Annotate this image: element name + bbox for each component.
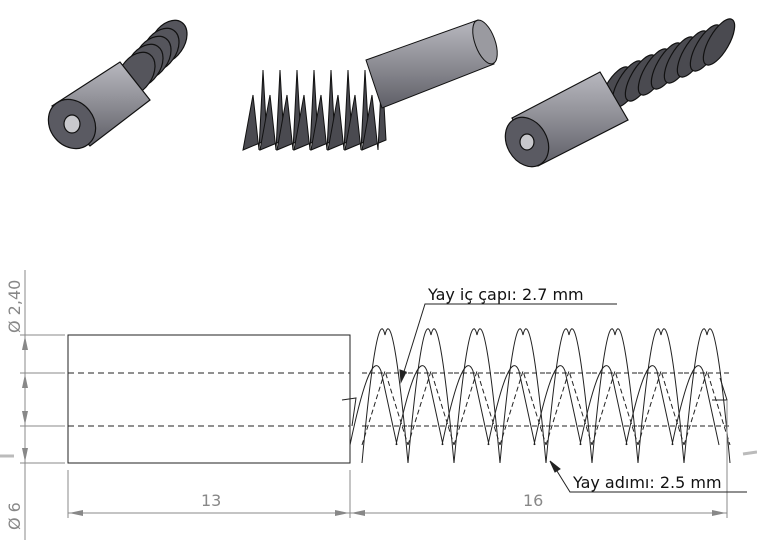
render-spring-coil bbox=[361, 69, 387, 151]
leader-inner-diameter bbox=[399, 303, 617, 384]
render-spring-middle bbox=[242, 69, 387, 151]
spring-end-right bbox=[712, 377, 728, 401]
dimension-diameter-large: Ø 6 bbox=[5, 502, 24, 530]
spring-coil-hidden bbox=[683, 369, 731, 446]
spring-coil-outer bbox=[545, 328, 593, 464]
dimension-cylinder-length: 13 bbox=[201, 491, 221, 510]
dimension-diameter-small: Ø 2,40 bbox=[5, 280, 24, 333]
leader-pitch bbox=[549, 460, 747, 493]
spring-coil-hidden bbox=[591, 369, 639, 446]
spring-coil-inner bbox=[671, 365, 720, 446]
dimension-spring-length: 16 bbox=[523, 491, 543, 510]
spring-coil-inner bbox=[533, 365, 582, 446]
spring-coil-hidden bbox=[407, 369, 455, 446]
render-coil bbox=[702, 18, 736, 66]
spring-coil-inner bbox=[579, 365, 628, 446]
spring-coil-hidden bbox=[361, 369, 409, 446]
render-assembly-left bbox=[47, 19, 188, 150]
annotation-pitch: Yay adımı: 2.5 mm bbox=[572, 473, 722, 492]
vertical-dimensions bbox=[0, 270, 757, 540]
spring-coil-hidden bbox=[637, 369, 685, 446]
spring-coil-outer bbox=[591, 328, 639, 464]
spring-coil-outer bbox=[683, 328, 731, 464]
spring-coil-inner bbox=[441, 365, 490, 446]
spring-coil-outer bbox=[499, 328, 547, 464]
render-assembly-middle bbox=[242, 19, 498, 151]
cylinder-side-view bbox=[67, 334, 351, 464]
spring-coil-hidden bbox=[545, 369, 593, 446]
spring-side-view bbox=[341, 328, 731, 464]
spring-coil-outer bbox=[407, 328, 455, 464]
horizontal-dimensions bbox=[67, 400, 728, 518]
spring-coil-inner bbox=[395, 365, 444, 446]
spring-end-left bbox=[341, 397, 357, 427]
spring-coil-inner bbox=[487, 365, 536, 446]
spring-coil-outer bbox=[361, 328, 409, 464]
spring-coil-outer bbox=[453, 328, 501, 464]
render-assembly-right bbox=[504, 18, 736, 168]
spring-coil-hidden bbox=[453, 369, 501, 446]
annotation-inner-diameter: Yay iç çapı: 2.7 mm bbox=[427, 285, 584, 304]
render-cylinder-middle bbox=[365, 19, 495, 109]
spring-coil-outer bbox=[637, 328, 685, 464]
spring-coil-hidden bbox=[499, 369, 547, 446]
spring-coil-inner bbox=[349, 365, 398, 446]
spring-coil-inner bbox=[625, 365, 674, 446]
